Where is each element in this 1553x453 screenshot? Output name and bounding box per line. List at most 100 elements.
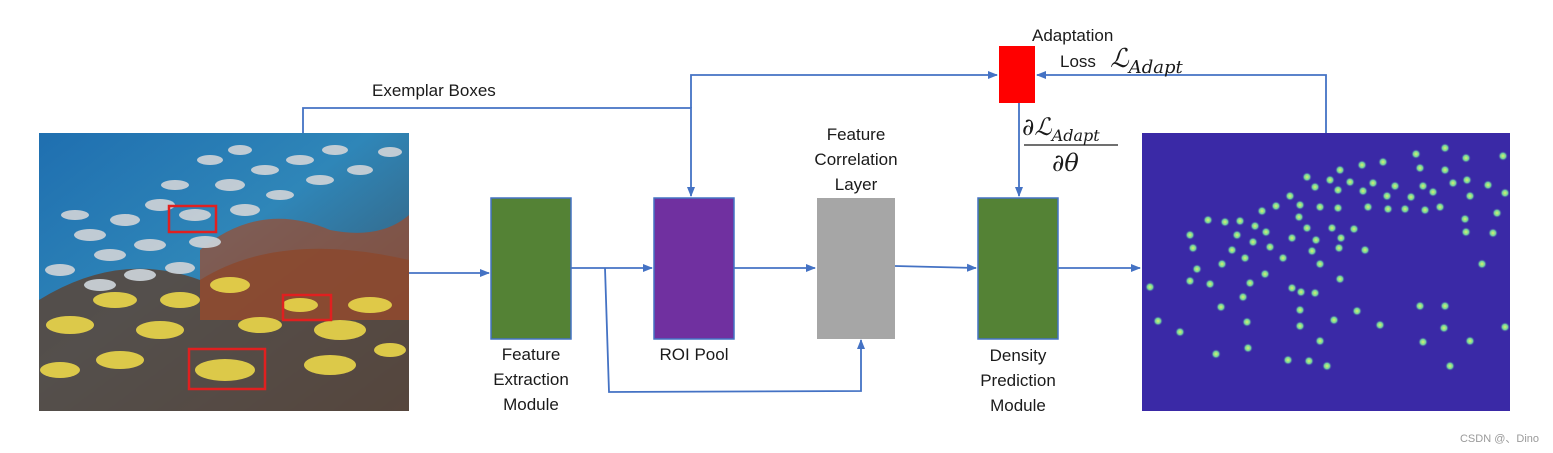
density-dot	[1383, 204, 1393, 214]
density-dot	[1358, 186, 1368, 196]
density-dot	[1278, 253, 1288, 263]
extraction-to-correlation-arrow	[604, 267, 865, 393]
loss-symbol: ℒ	[1110, 44, 1129, 74]
density-dot	[1435, 202, 1445, 212]
density-dot	[1315, 259, 1325, 269]
density-dot	[1287, 233, 1297, 243]
density-dot	[1217, 259, 1227, 269]
density-dot	[1203, 215, 1213, 225]
density-dot	[1329, 315, 1339, 325]
density-dot	[1310, 288, 1320, 298]
density-dot	[1334, 243, 1344, 253]
density-dot	[1327, 223, 1337, 233]
density-dot	[1336, 233, 1346, 243]
gradient-numerator: ∂ℒAdapt	[1022, 112, 1100, 151]
density-dot	[1185, 276, 1195, 286]
density-dot	[1461, 227, 1471, 237]
gradient-denominator: ∂θ	[1052, 149, 1079, 177]
adaptation-label-line2: Loss	[1060, 52, 1096, 71]
density-dot	[1375, 320, 1385, 330]
density-dot	[1175, 327, 1185, 337]
density-dot	[1360, 245, 1370, 255]
density-map-output	[1142, 133, 1510, 411]
density-dot	[1304, 356, 1314, 366]
density-dot	[1261, 227, 1271, 237]
density-dot	[1460, 214, 1470, 224]
density-dot	[1418, 337, 1428, 347]
watermark: CSDN @、Dino	[1459, 433, 1539, 445]
density-dot	[1345, 177, 1355, 187]
exemplar-boxes-label: Exemplar Boxes	[372, 81, 496, 100]
yellow-fish-group	[40, 277, 406, 381]
density-dot	[1265, 242, 1275, 252]
feature-correlation-line1: Feature	[826, 125, 886, 144]
density-dot	[1294, 212, 1304, 222]
density-dot	[1295, 321, 1305, 331]
density-dot	[1227, 245, 1237, 255]
density-dot	[1488, 228, 1498, 238]
density-dot	[1382, 191, 1392, 201]
density-dot	[1390, 181, 1400, 191]
feature-extraction-label: Feature Extraction Module	[481, 342, 581, 417]
density-dot	[1439, 323, 1449, 333]
density-dot	[1349, 224, 1359, 234]
density-dot	[1428, 187, 1438, 197]
density-prediction-block	[977, 197, 1059, 340]
silver-fish-group	[45, 145, 402, 291]
density-dot	[1335, 165, 1345, 175]
density-dot	[1440, 143, 1450, 153]
density-dot	[1477, 259, 1487, 269]
density-dot	[1315, 336, 1325, 346]
density-dot	[1296, 287, 1306, 297]
density-dot	[1322, 361, 1332, 371]
density-prediction-label: Density Prediction Module	[968, 343, 1068, 418]
density-dot	[1248, 237, 1258, 247]
density-dot	[1235, 216, 1245, 226]
feature-correlation-label: Feature Correlation Layer	[806, 122, 906, 197]
density-dot	[1153, 316, 1163, 326]
density-dot	[1211, 349, 1221, 359]
density-prediction-line2: Prediction	[980, 371, 1056, 390]
density-dot	[1440, 301, 1450, 311]
density-dot	[1315, 202, 1325, 212]
density-dot	[1445, 361, 1455, 371]
density-dot	[1498, 151, 1508, 161]
gradient-partial: ∂	[1022, 113, 1035, 141]
density-dot	[1500, 188, 1510, 198]
density-dot	[1243, 343, 1253, 353]
density-dot	[1483, 180, 1493, 190]
feature-extraction-line3: Module	[503, 395, 559, 414]
roi-pool-label: ROI Pool	[659, 345, 729, 364]
density-dot	[1462, 175, 1472, 185]
feature-correlation-line2: Correlation	[814, 150, 898, 169]
density-dot	[1287, 283, 1297, 293]
density-dot	[1310, 182, 1320, 192]
feature-extraction-line1: Feature	[501, 345, 561, 364]
feature-extraction-line2: Extraction	[493, 370, 569, 389]
density-dot	[1260, 269, 1270, 279]
density-dot	[1302, 223, 1312, 233]
feature-correlation-line3: Layer	[834, 175, 878, 194]
density-dot	[1465, 191, 1475, 201]
density-dot	[1285, 191, 1295, 201]
exemplar-box-2	[281, 293, 333, 322]
density-dot	[1335, 274, 1345, 284]
density-dot	[1307, 246, 1317, 256]
gradient-loss-symbol: ℒ	[1034, 113, 1052, 141]
density-dot	[1465, 336, 1475, 346]
density-dot	[1418, 181, 1428, 191]
connector-lines	[302, 71, 1327, 393]
density-dot	[1205, 279, 1215, 289]
density-dot	[1238, 292, 1248, 302]
density-dot	[1411, 149, 1421, 159]
exemplar-box-1	[167, 204, 218, 234]
density-dot	[1245, 278, 1255, 288]
loss-subscript: Adapt	[1128, 57, 1183, 79]
adaptation-loss-block	[999, 46, 1035, 103]
density-dot	[1500, 322, 1510, 332]
exemplar-arrow	[302, 107, 695, 197]
density-dot	[1257, 206, 1267, 216]
density-dot	[1302, 172, 1312, 182]
exemplar-box-3	[187, 347, 267, 391]
density-dot	[1216, 302, 1226, 312]
